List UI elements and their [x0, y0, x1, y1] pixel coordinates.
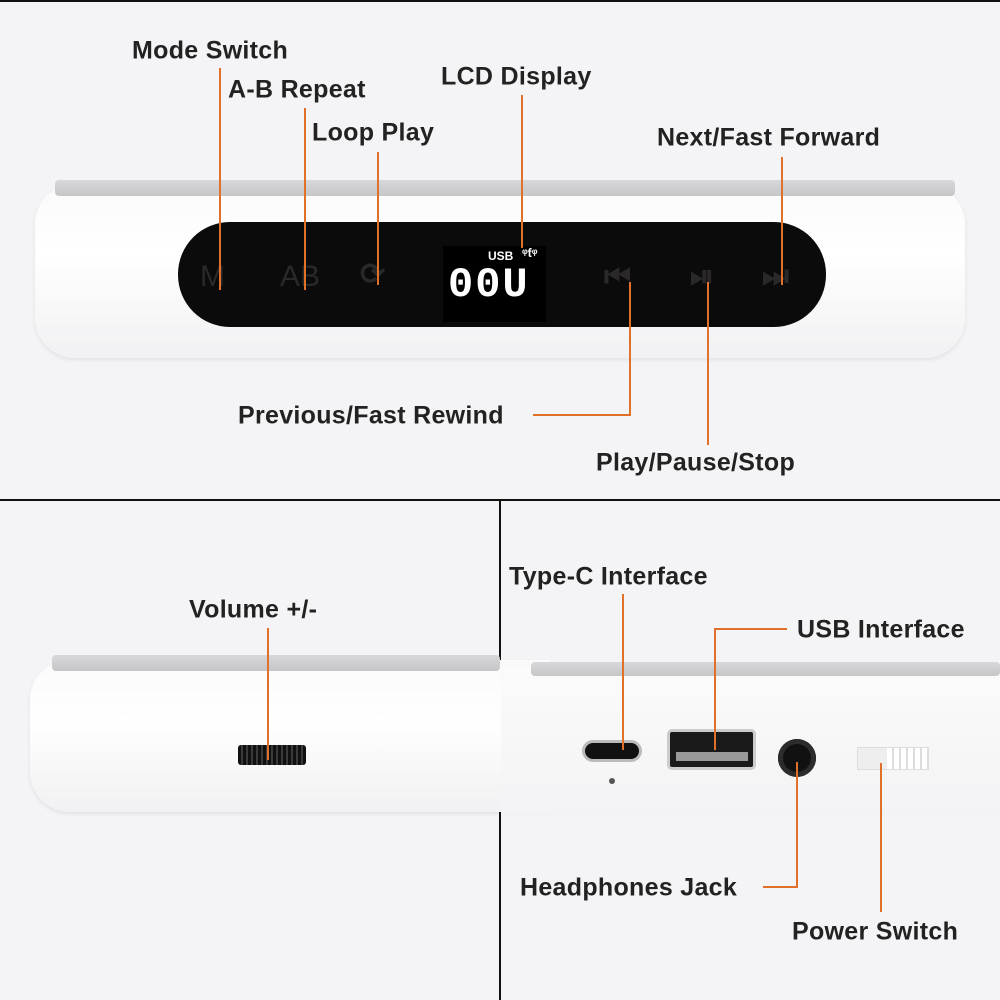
label-play-pause-stop: Play/Pause/Stop: [596, 448, 796, 477]
label-previous-fast-rewind: Previous/Fast Rewind: [238, 401, 504, 430]
label-mode-switch: Mode Switch: [132, 36, 289, 65]
label-headphones-jack: Headphones Jack: [520, 873, 738, 902]
mode-button[interactable]: M: [200, 260, 225, 293]
lcd-readout: 00U: [448, 261, 530, 309]
label-volume: Volume +/-: [189, 595, 318, 624]
callout-mode-switch: [219, 68, 221, 290]
type-c-port[interactable]: [582, 740, 642, 762]
play-pause-button[interactable]: ⏯: [690, 260, 714, 293]
callout-usb-v: [714, 628, 716, 750]
frame-top-border: [0, 0, 1000, 2]
usb-port-tongue: [676, 752, 748, 761]
volume-wheel[interactable]: [238, 745, 306, 765]
label-ab-repeat: A-B Repeat: [228, 75, 366, 104]
ab-repeat-button[interactable]: AB: [280, 260, 321, 293]
next-button[interactable]: ⏭: [762, 260, 789, 293]
label-power-switch: Power Switch: [792, 917, 959, 946]
callout-previous-fast-rewind-v: [629, 282, 631, 416]
label-next-fast-forward: Next/Fast Forward: [657, 123, 881, 152]
indicator-led: [609, 778, 615, 784]
callout-play-pause-stop: [707, 282, 709, 445]
player-right-top-edge: [531, 662, 1000, 676]
label-loop-play: Loop Play: [312, 118, 435, 147]
loop-play-button[interactable]: ⟳: [360, 258, 386, 291]
callout-lcd-display: [521, 95, 523, 248]
signal-icon: ᵠƭᵠ: [522, 246, 538, 260]
callout-previous-fast-rewind-h: [533, 414, 631, 416]
callout-type-c: [622, 594, 624, 750]
callout-usb-h: [714, 628, 787, 630]
label-type-c: Type-C Interface: [509, 562, 708, 591]
callout-headphones-v: [796, 762, 798, 888]
callout-ab-repeat: [304, 108, 306, 290]
label-usb: USB Interface: [797, 615, 965, 644]
lcd-display: [443, 246, 546, 322]
callout-power-switch: [880, 763, 882, 912]
usb-port[interactable]: [667, 729, 756, 770]
player-top-edge: [55, 180, 955, 196]
callout-next-fast-forward: [781, 157, 783, 285]
callout-loop-play: [377, 152, 379, 285]
callout-headphones-h: [763, 886, 798, 888]
callout-volume: [267, 628, 269, 760]
previous-button[interactable]: ⏮: [604, 260, 631, 293]
power-switch-knob[interactable]: [887, 748, 928, 769]
player-body-left-side: [30, 660, 550, 812]
lcd-usb-indicator: USB: [488, 249, 514, 263]
player-left-top-edge: [52, 655, 500, 671]
label-lcd-display: LCD Display: [441, 62, 592, 91]
